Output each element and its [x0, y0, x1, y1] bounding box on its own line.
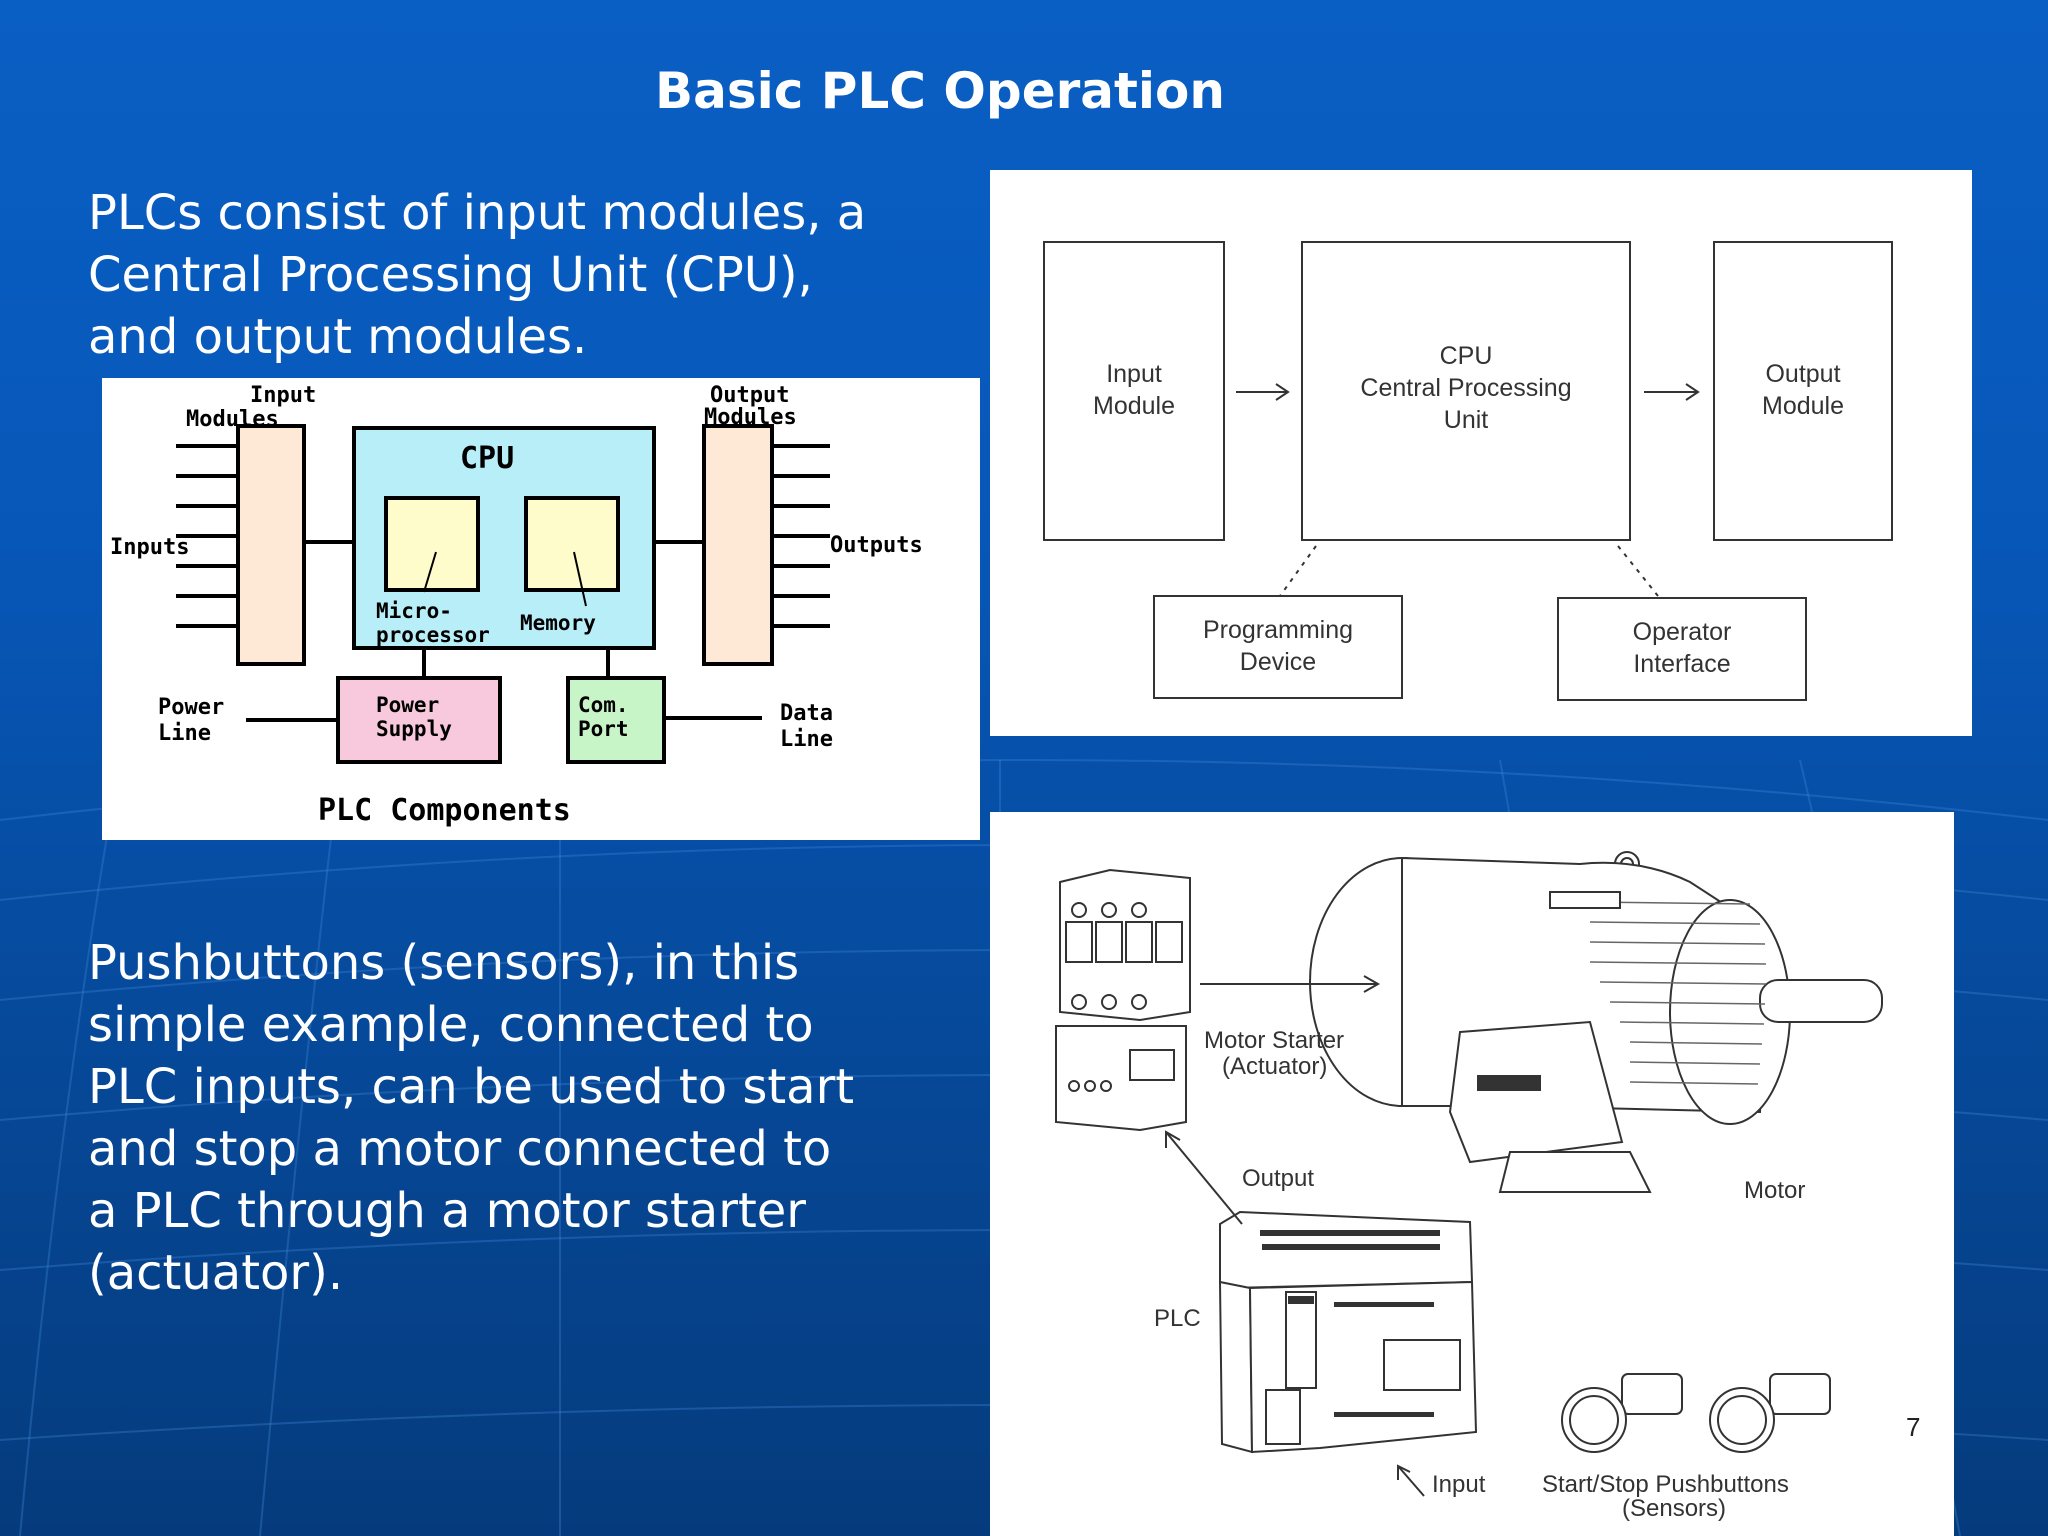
- output-module-box: [1713, 241, 1893, 541]
- operator-interface-box: [1557, 597, 1807, 701]
- plc-block-diagram: Input Module CPU Central Processing Unit…: [990, 170, 1972, 736]
- slide-title: Basic PLC Operation: [655, 62, 1225, 120]
- com-port-box: [566, 676, 666, 764]
- output-modules-label: Output: [710, 383, 789, 408]
- pushbutton-line: and stop a motor connected to: [88, 1121, 832, 1177]
- intro-paragraph: PLCs consist of input modules, a Central…: [88, 182, 866, 368]
- intro-line: Central Processing Unit (CPU),: [88, 247, 813, 303]
- data-line-label: Data: [780, 701, 833, 726]
- plc-label: PLC: [1154, 1305, 1201, 1332]
- com-port-label: Port: [578, 717, 629, 741]
- microprocessor-label: Micro-: [376, 599, 452, 623]
- input-module-label: Module: [1093, 392, 1175, 420]
- pushbutton-line: Pushbuttons (sensors), in this: [88, 935, 800, 991]
- pushbutton-line: simple example, connected to: [88, 997, 814, 1053]
- data-line-label: Line: [780, 727, 833, 752]
- operator-interface-label: Operator: [1633, 618, 1732, 646]
- pushbuttons-label: (Sensors): [1622, 1495, 1726, 1522]
- intro-line: PLCs consist of input modules, a: [88, 185, 867, 241]
- pushbutton-line: (actuator).: [88, 1245, 344, 1301]
- input-modules-box: [236, 424, 306, 666]
- power-supply-label: Power: [376, 693, 439, 717]
- power-supply-label: Supply: [376, 717, 452, 741]
- output-module-label: Module: [1762, 392, 1844, 420]
- power-supply-box: [336, 676, 502, 764]
- programming-device-label: Programming: [1203, 616, 1353, 644]
- operator-interface-label: Interface: [1633, 650, 1730, 678]
- output-label: Output: [1242, 1165, 1314, 1192]
- input-module-box: [1043, 241, 1225, 541]
- input-module-label: Input: [1106, 360, 1162, 388]
- cpu-block-label: Unit: [1444, 406, 1489, 434]
- input-label: Input: [1432, 1471, 1486, 1498]
- com-port-label: Com.: [578, 693, 629, 717]
- motor-starter-drawing: [1055, 868, 1191, 1132]
- pushbuttons-label: Start/Stop Pushbuttons: [1542, 1471, 1789, 1498]
- inputs-label: Inputs: [110, 535, 189, 560]
- motor-starter-label: (Actuator): [1222, 1053, 1327, 1080]
- intro-line: and output modules.: [88, 309, 588, 365]
- output-module-label: Output: [1765, 360, 1840, 388]
- cpu-label: CPU: [460, 441, 514, 476]
- output-modules-box: [702, 424, 774, 666]
- pushbutton-line: a PLC through a motor starter: [88, 1183, 807, 1239]
- components-caption: PLC Components: [318, 793, 571, 828]
- pushbuttons-drawing: [1561, 1373, 1831, 1453]
- cpu-block-label: Central Processing: [1360, 374, 1571, 402]
- plc-components-diagram: Input Modules Output Modules CPU Inputs …: [102, 378, 980, 840]
- outputs-label: Outputs: [830, 533, 923, 558]
- cpu-block-box: [1301, 241, 1631, 541]
- microprocessor-label: processor: [376, 623, 490, 647]
- motor-control-illustration: Motor Starter (Actuator) Output Motor PL…: [990, 812, 1954, 1536]
- input-modules-label: Modules: [186, 407, 279, 432]
- plc-drawing: [1218, 1210, 1478, 1454]
- motor-label: Motor: [1744, 1177, 1805, 1204]
- programming-device-label: Device: [1240, 648, 1316, 676]
- microprocessor-chip: [384, 496, 480, 592]
- memory-label: Memory: [520, 611, 596, 635]
- output-modules-label: Modules: [704, 405, 797, 430]
- power-line-label: Line: [158, 721, 211, 746]
- cpu-block-label: CPU: [1440, 342, 1493, 370]
- pushbutton-paragraph: Pushbuttons (sensors), in this simple ex…: [88, 932, 854, 1304]
- programming-device-box: [1153, 595, 1403, 699]
- input-modules-label: Input: [250, 383, 316, 408]
- memory-chip: [524, 496, 620, 592]
- power-line-label: Power: [158, 695, 224, 720]
- page-number: 7: [1906, 1412, 1921, 1442]
- pushbutton-line: PLC inputs, can be used to start: [88, 1059, 855, 1115]
- motor-starter-label: Motor Starter: [1204, 1027, 1344, 1054]
- motor-drawing: [1309, 851, 1883, 1193]
